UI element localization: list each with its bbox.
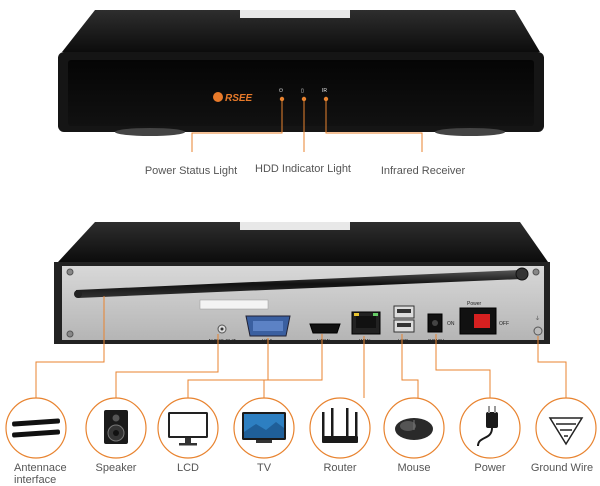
label-power-status-light: Power Status Light [145,165,237,177]
hdd-indicator-led [301,96,307,102]
front-foot-left [115,128,185,136]
front-device: RSEE ⏻ ▯ IR [58,10,544,136]
wan-led [354,313,359,316]
wan-socket [356,316,376,328]
callout-infrared [325,101,423,152]
device-antenna [5,397,67,459]
label-speaker: Speaker [96,462,137,474]
brand-logo: RSEE [213,92,253,104]
label-switch-on: ON [447,321,455,327]
usb-tongue [397,323,411,327]
device-mouse [383,397,445,459]
port-label-wan: WAN [359,339,371,345]
svg-text:RSEE: RSEE [225,93,253,104]
label-infrared-receiver: Infrared Receiver [381,165,466,177]
front-face [68,60,534,126]
port-label-audio-out: AUDIO OUT [208,339,236,345]
ground-icon [548,417,584,446]
device-router [309,397,371,459]
ground-terminal [533,326,543,336]
front-top-notch [240,10,350,18]
dc-jack-hole [432,320,438,326]
usb-tongue [397,309,411,313]
label-hdd-indicator-light: HDD Indicator Light [255,163,351,175]
device-lcd [157,397,219,459]
callout-lcd [187,338,269,398]
label-power: Power [474,462,506,474]
label-mouse: Mouse [397,462,430,474]
antenna-icon [12,418,61,438]
callout-antenna [35,296,105,398]
label-antenna-line2: interface [14,474,56,486]
callout-speaker [115,334,219,398]
rear-top-notch [240,222,350,230]
callout-power-status [191,101,283,152]
device-circle [535,397,597,459]
hdmi-port [309,323,341,334]
label-router: Router [323,462,356,474]
rear-device: AUDIO OUT VGA HDMI WAN USB DC12V Power O… [54,222,550,345]
wan-led [373,313,378,316]
screw-icon [66,330,74,338]
label-tv: TV [257,462,272,474]
rear-top-surface [58,222,548,262]
screw-icon [66,268,74,276]
mouse-icon [395,418,433,440]
screw-icon [532,268,540,276]
router-icon [322,408,358,443]
ground-symbol: ⏚ [535,315,540,322]
monitor-icon [168,412,208,446]
label-antenna-line1: Antennace [14,462,67,474]
device-circle [309,397,371,459]
wifi-antenna [74,267,529,298]
device-power-adapter [459,397,521,459]
callout-tv [263,334,323,398]
port-label-hdmi: HDMI [317,339,330,345]
front-foot-right [435,128,505,136]
front-top-surface [62,10,540,52]
vga-pins [253,321,283,331]
power-switch-rocker [474,314,490,328]
device-tv [233,397,295,459]
power-adapter-icon [477,406,498,447]
device-ground [535,397,597,459]
led-mark-ir: IR [322,88,327,94]
callout-mouse [401,334,419,398]
infrared-receiver-led [323,96,329,102]
label-power-switch: Power [467,301,482,307]
led-mark-hdd: ▯ [301,88,304,94]
tv-icon [242,412,286,443]
port-label-usb: USB [398,339,409,345]
rear-sticker [199,299,269,310]
led-mark-power: ⏻ [279,88,283,94]
device-circle [5,397,67,459]
callout-ground [537,336,567,398]
label-switch-off: OFF [499,321,509,327]
audio-jack-hole [220,327,224,331]
label-lcd: LCD [177,462,199,474]
label-ground-wire: Ground Wire [531,462,593,474]
device-speaker [85,397,147,459]
callout-power [435,334,491,398]
power-status-led [279,96,285,102]
speaker-icon [104,410,128,444]
